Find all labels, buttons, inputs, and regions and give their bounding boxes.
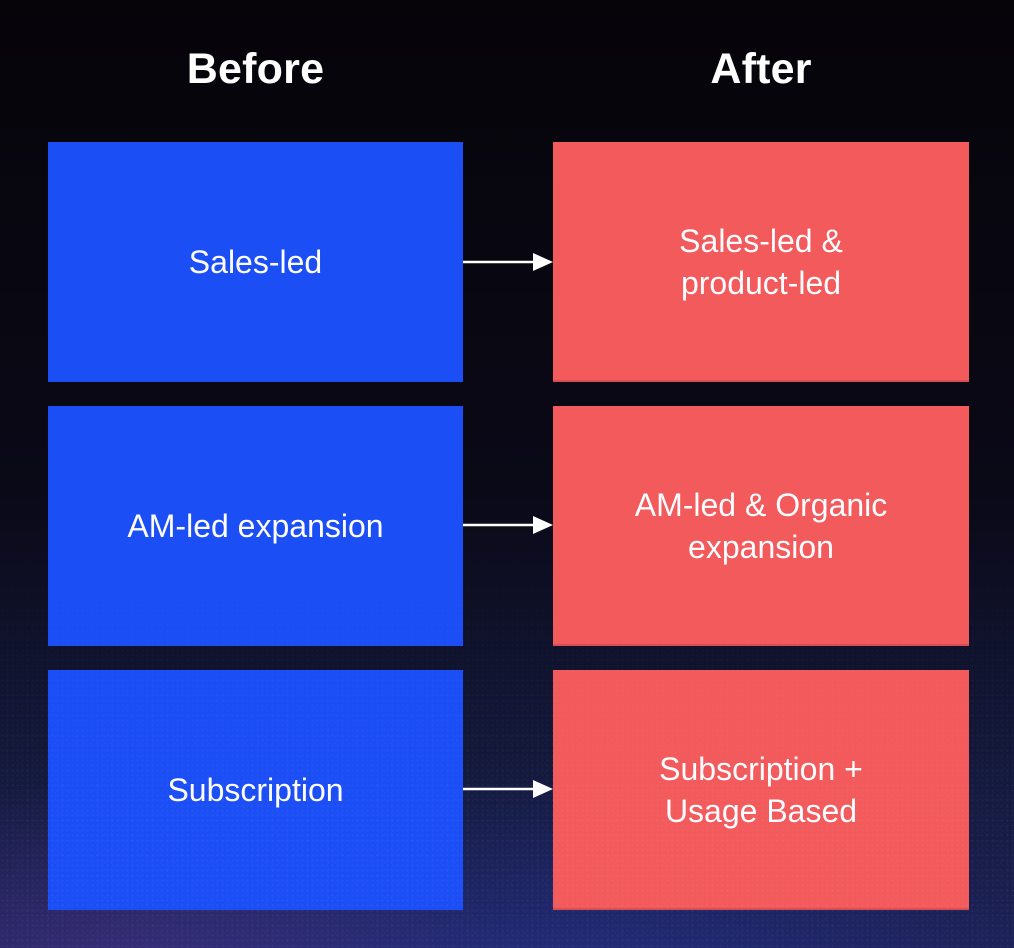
arrow-right-icon xyxy=(463,513,553,537)
arrow-right-icon xyxy=(463,250,553,274)
before-column-header: Before xyxy=(186,45,325,93)
after-box-sales-and-product-led: Sales-led & product-led xyxy=(553,142,969,382)
arrow-right-icon xyxy=(463,777,553,801)
before-box-am-led-expansion: AM-led expansion xyxy=(48,406,463,646)
before-box-subscription: Subscription xyxy=(48,670,463,910)
after-column-header: After xyxy=(710,45,812,93)
after-box-subscription-usage-based: Subscription + Usage Based xyxy=(553,670,969,910)
before-box-sales-led: Sales-led xyxy=(48,142,463,382)
after-box-am-led-organic-expansion: AM-led & Organic expansion xyxy=(553,406,969,646)
